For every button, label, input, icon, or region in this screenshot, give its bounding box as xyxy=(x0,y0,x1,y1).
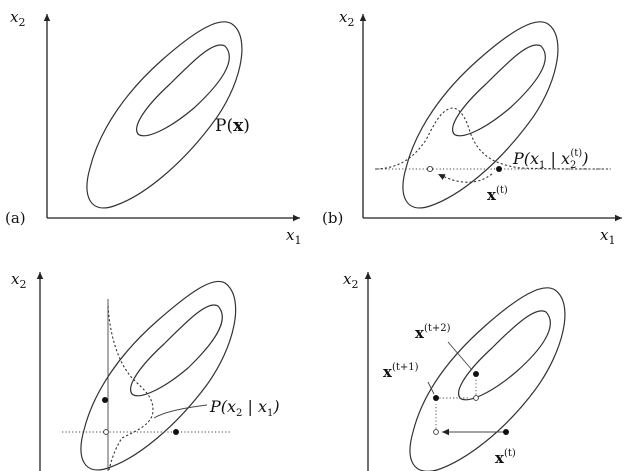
panel-d-state-t1-marker xyxy=(433,395,439,401)
panel-c-label-pointer xyxy=(153,404,208,419)
panel-b-sample-arrow xyxy=(437,173,493,183)
panel-c-inner-contour xyxy=(130,304,223,397)
panel-a: x2 x1 (a) P(x) xyxy=(5,8,301,247)
panel-d-intermediate-marker-1 xyxy=(433,429,439,435)
panel-a-density-label: P(x) xyxy=(215,116,250,136)
panel-b-x1-label: x1 xyxy=(600,226,615,247)
panel-b-x2-label: x2 xyxy=(339,8,354,29)
panel-d-t1-pointer xyxy=(427,381,435,395)
panel-a-x1-label: x1 xyxy=(286,226,301,247)
panel-d-state-t-marker xyxy=(503,429,509,435)
panel-c-conditional-label: P(x2 | x1) xyxy=(209,397,280,419)
panel-a-x2-label: x2 xyxy=(10,8,25,29)
panel-b-conditional-label: P(x1 | x2(t)) xyxy=(512,148,588,171)
panel-b-new-sample-marker xyxy=(426,165,434,173)
panel-b-state-label: x(t) xyxy=(487,185,508,204)
panel-d-state-t2-label: x(t+2) xyxy=(415,323,451,342)
panel-c-outer-contour xyxy=(80,280,237,471)
panel-b: x2 x1 (b) x(t) P(x1 | x2(t)) xyxy=(322,8,622,247)
panel-a-tag: (a) xyxy=(5,209,26,227)
panel-d-t2-pointer xyxy=(447,341,473,371)
panel-d-state-t1-label: x(t+1) xyxy=(383,362,419,381)
panel-b-inner-contour xyxy=(452,44,546,137)
panel-d-state-t2-marker xyxy=(473,371,479,377)
panel-c-sample-marker xyxy=(102,397,108,403)
panel-b-tag: (b) xyxy=(322,209,343,227)
panel-d-outer-contour xyxy=(409,287,566,471)
panel-a-inner-contour xyxy=(136,44,230,137)
panel-d: x2 x(t+1) x(t+2) x(t) xyxy=(343,270,566,471)
panel-c-conditional-density-curve xyxy=(107,305,154,471)
panel-c-current-state-marker xyxy=(173,429,179,435)
panel-c: x2 P(x2 | x1) xyxy=(11,270,280,471)
panel-d-intermediate-marker-2 xyxy=(473,395,479,401)
panel-a-outer-contour xyxy=(86,21,243,209)
panel-b-current-state-marker xyxy=(496,166,502,172)
panel-b-conditional-density-curve xyxy=(375,107,609,170)
panel-d-state-t-label: x(t) xyxy=(495,448,516,467)
panel-c-projection-marker xyxy=(103,429,109,435)
panel-b-outer-contour xyxy=(402,21,559,209)
panel-d-inner-contour xyxy=(458,310,551,401)
panel-c-x2-label: x2 xyxy=(11,270,26,291)
panel-d-x2-label: x2 xyxy=(343,270,358,291)
